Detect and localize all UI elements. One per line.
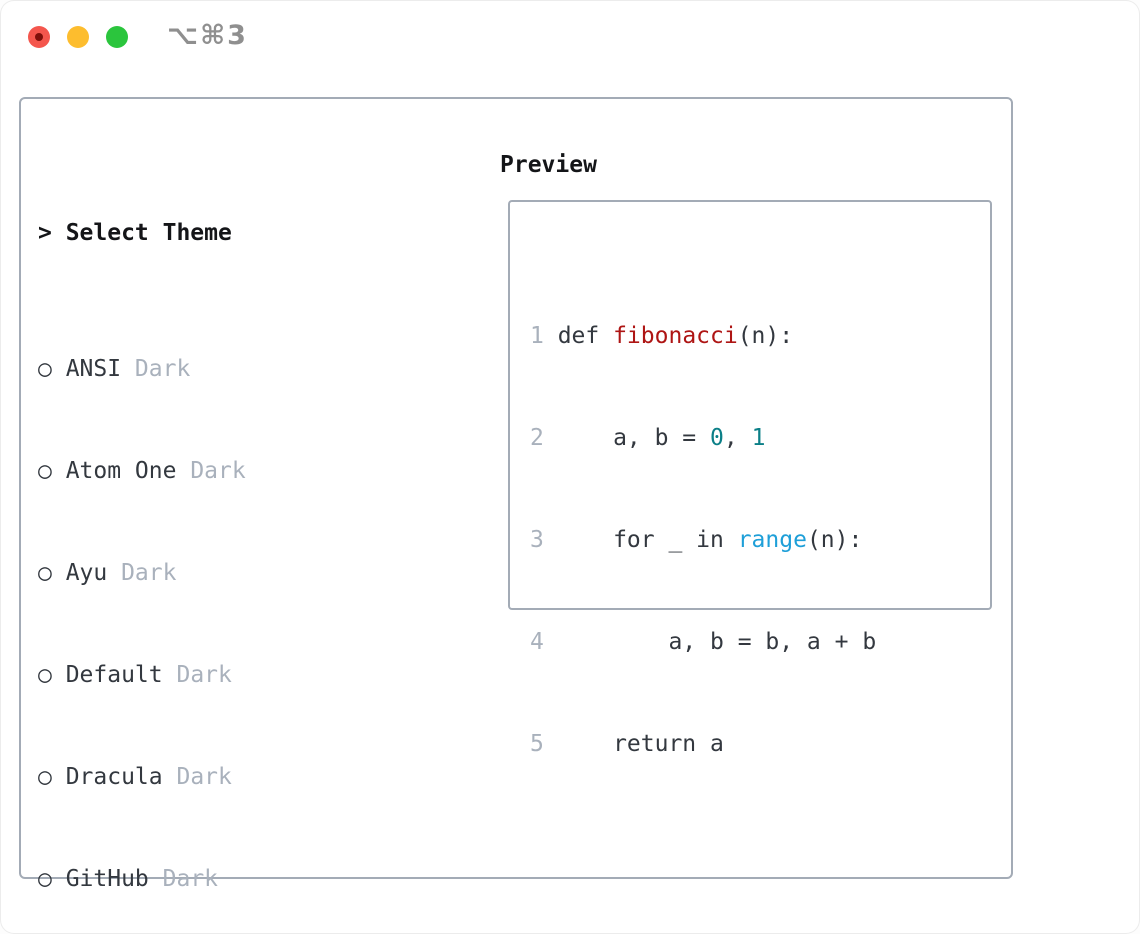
code-line: 2 a, b = 0, 1 bbox=[530, 421, 945, 455]
theme-variant: Dark bbox=[176, 764, 232, 790]
theme-variant: Dark bbox=[121, 560, 177, 586]
minimize-button[interactable] bbox=[67, 26, 89, 48]
spacer bbox=[530, 863, 945, 897]
theme-option[interactable]: ○ Dracula Dark bbox=[38, 760, 426, 794]
theme-option[interactable]: ○ Ayu Dark bbox=[38, 556, 426, 590]
code-text: return a bbox=[557, 731, 724, 757]
theme-option[interactable]: ○ ANSI Dark bbox=[38, 352, 426, 386]
radio-icon: ○ bbox=[38, 662, 52, 688]
theme-name: Ayu bbox=[65, 560, 108, 586]
theme-name: Atom One bbox=[65, 458, 177, 484]
line-number: 3 bbox=[530, 527, 544, 553]
theme-name: ANSI bbox=[65, 356, 122, 382]
builtin-token: range bbox=[737, 527, 807, 553]
line-number: 4 bbox=[530, 629, 544, 655]
code-text: a, b = bbox=[557, 425, 711, 451]
theme-variant: Dark bbox=[176, 662, 232, 688]
radio-icon: ○ bbox=[38, 866, 52, 892]
traffic-lights bbox=[28, 26, 128, 48]
radio-icon: ○ bbox=[38, 458, 52, 484]
theme-option[interactable]: ○ Atom One Dark bbox=[38, 454, 426, 488]
code-text: for _ in bbox=[557, 527, 738, 553]
code-line: 3 for _ in range(n): bbox=[530, 523, 945, 557]
function-name-token: fibonacci bbox=[613, 323, 738, 349]
code-line: 4 a, b = b, a + b bbox=[530, 625, 945, 659]
line-number: 1 bbox=[530, 323, 544, 349]
code-text: (n): bbox=[806, 527, 863, 553]
code-text: a, b = b, a + b bbox=[557, 629, 877, 655]
theme-name: GitHub bbox=[65, 866, 149, 892]
theme-select-title: Select Theme bbox=[65, 220, 232, 246]
code-text: , bbox=[723, 425, 752, 451]
close-button[interactable] bbox=[28, 26, 50, 48]
preview-header: Preview bbox=[500, 152, 597, 178]
titlebar[interactable]: ⌥⌘3 bbox=[0, 0, 1140, 74]
number-token: 0 bbox=[710, 425, 724, 451]
code-line: 1 def fibonacci(n): bbox=[530, 319, 945, 353]
radio-icon: ○ bbox=[38, 356, 52, 382]
theme-variant: Dark bbox=[190, 458, 246, 484]
theme-select-header: > Select Theme bbox=[38, 216, 426, 250]
code-text: (n): bbox=[737, 323, 794, 349]
selection-cursor-icon: > bbox=[38, 220, 52, 246]
theme-name: Dracula bbox=[65, 764, 163, 790]
line-number: 2 bbox=[530, 425, 544, 451]
unsaved-indicator-icon bbox=[35, 33, 43, 41]
code-line: 5 return a bbox=[530, 727, 945, 761]
theme-option[interactable]: ○ Default Dark bbox=[38, 658, 426, 692]
radio-icon: ○ bbox=[38, 560, 52, 586]
line-number: 5 bbox=[530, 731, 544, 757]
zoom-button[interactable] bbox=[106, 26, 128, 48]
radio-icon: ○ bbox=[38, 764, 52, 790]
code-text: def bbox=[557, 323, 614, 349]
number-token: 1 bbox=[751, 425, 766, 451]
theme-variant: Dark bbox=[162, 866, 219, 892]
theme-option[interactable]: ○ GitHub Dark bbox=[38, 862, 426, 896]
theme-variant: Dark bbox=[134, 356, 191, 382]
theme-name: Default bbox=[65, 662, 163, 688]
window-title: ⌥⌘3 bbox=[167, 20, 248, 51]
